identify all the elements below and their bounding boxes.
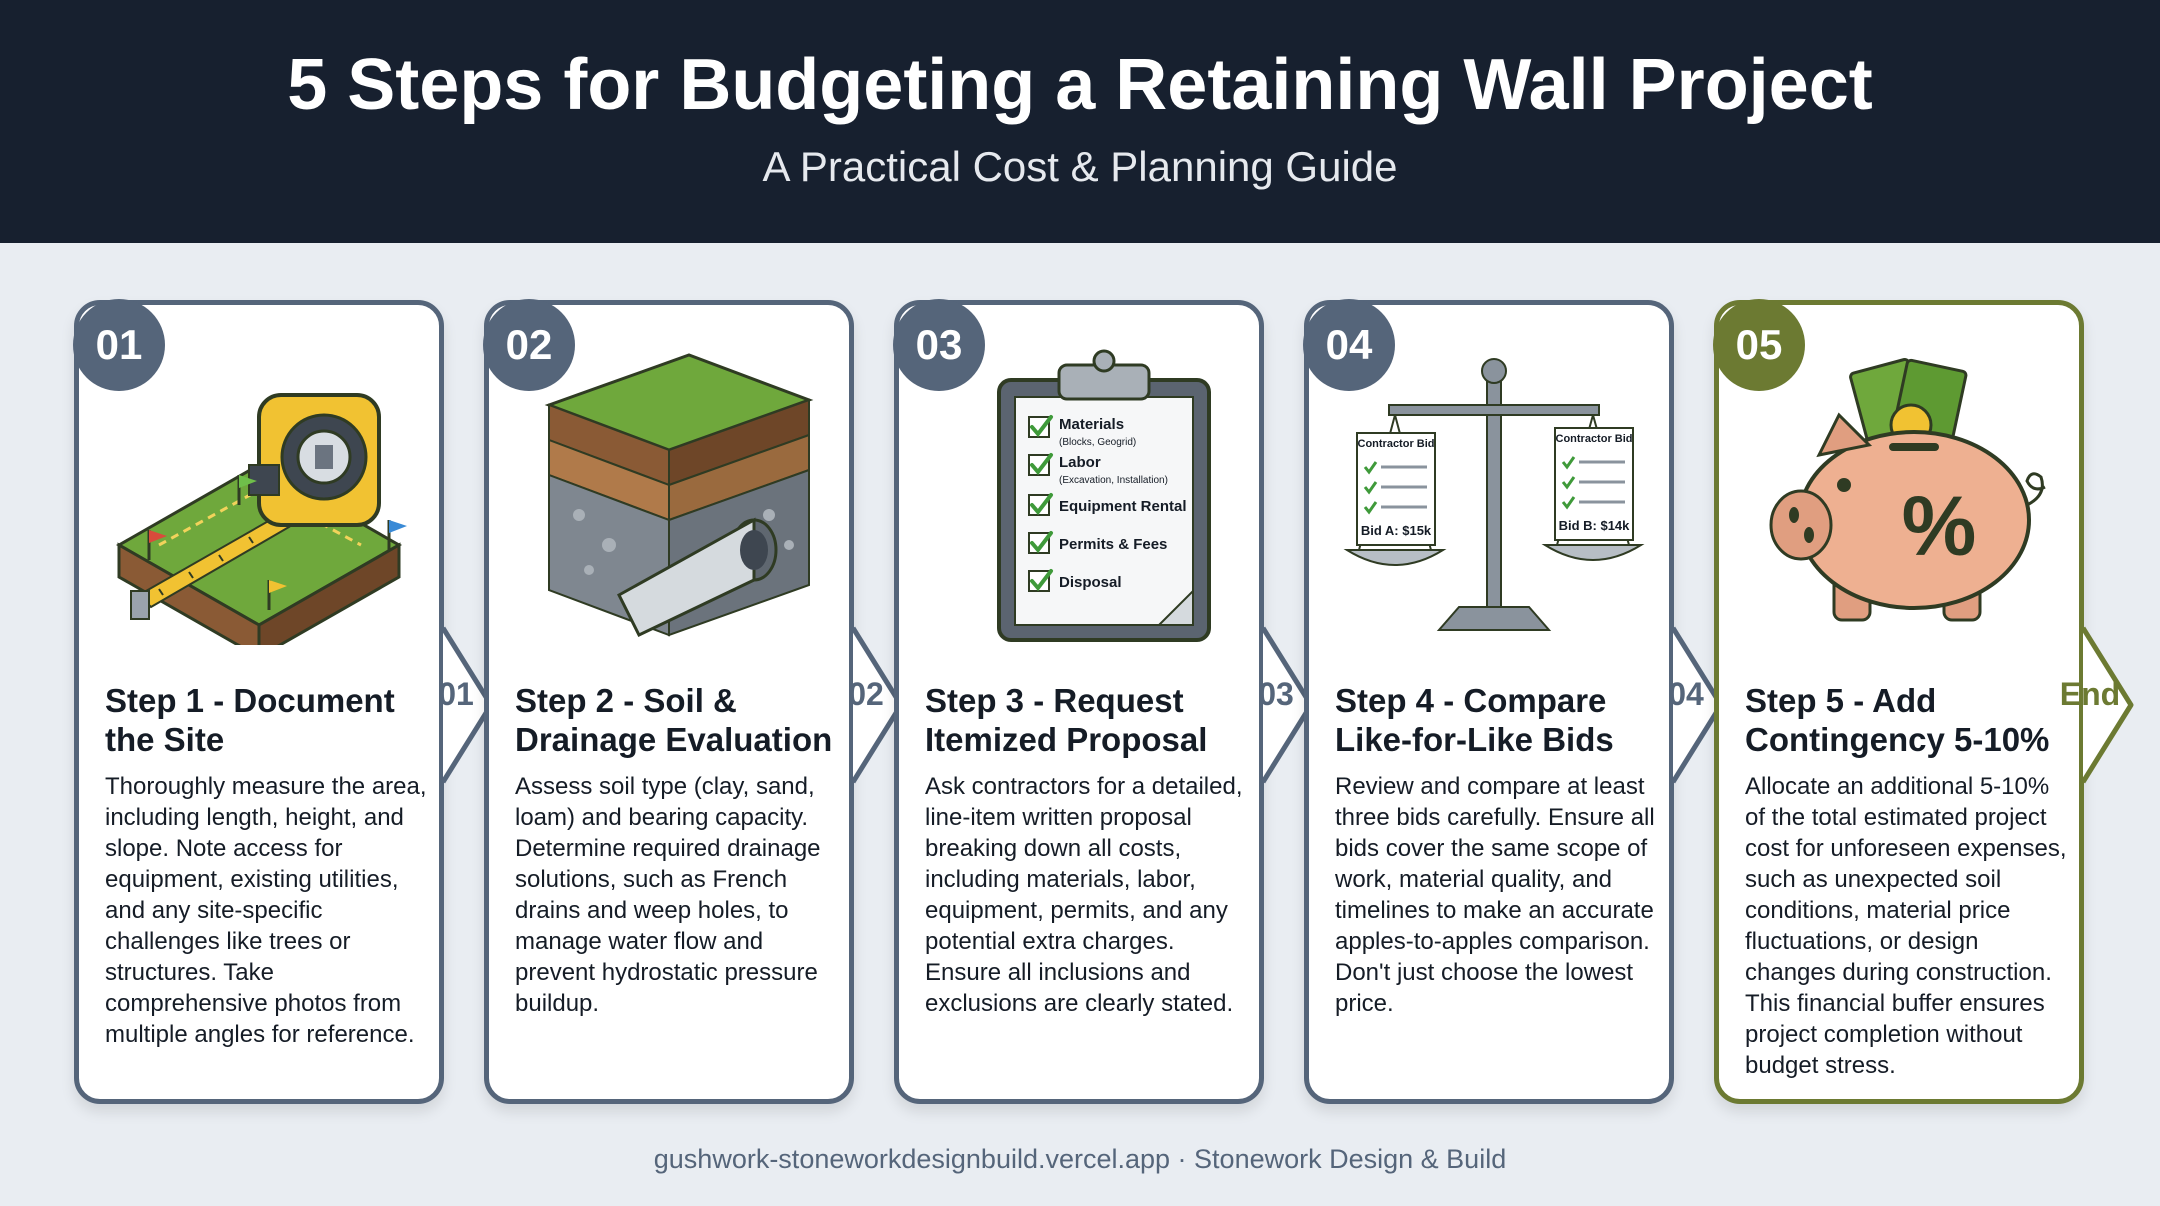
- piggy-bank-icon: %: [1769, 357, 2046, 622]
- header-banner: 5 Steps for Budgeting a Retaining Wall P…: [0, 0, 2160, 243]
- step-description-2: Assess soil type (clay, sand, loam) and …: [515, 773, 821, 1017]
- sequence-label-2: 02: [848, 676, 884, 712]
- clipboard-checklist-icon: Materials (Blocks, Geogrid) Labor (Excav…: [997, 349, 1211, 642]
- step-title-5: Step 5 - Add Contingency 5-10%: [1745, 682, 2050, 758]
- step-description-3: Ask contractors for a detailed, line-ite…: [925, 773, 1243, 1017]
- bid-a-amount: Bid A: $15k: [1361, 523, 1432, 538]
- step-title-2: Step 2 - Soil & Drainage Evaluation: [515, 682, 833, 758]
- tape-measure-icon: [115, 393, 407, 645]
- page-subtitle: A Practical Cost & Planning Guide: [762, 143, 1398, 190]
- percent-symbol: %: [1902, 479, 1977, 573]
- step-badge-2: 02: [483, 299, 575, 391]
- step-badge-3: 03: [893, 299, 985, 391]
- sequence-label-4: 04: [1668, 676, 1704, 712]
- checklist-item-labor: Labor: [1059, 454, 1101, 471]
- checklist-item-equipment: Equipment Rental: [1059, 498, 1187, 515]
- step-card-1: 01 Step 1 - Document the Site Thoroughly…: [73, 299, 444, 1104]
- step-title-1: Step 1 - Document the Site: [105, 682, 395, 758]
- step-badge-5: 05: [1713, 299, 1805, 391]
- checklist-item-permits: Permits & Fees: [1059, 536, 1167, 553]
- sequence-label-3: 03: [1258, 676, 1294, 712]
- sequence-label-1: 01: [438, 676, 474, 712]
- step-description-1: Thoroughly measure the area, including l…: [105, 773, 427, 1048]
- step-card-2: 02 Step 2 - Soil & Drainage Evaluation A…: [483, 299, 854, 1104]
- step-description-4: Review and compare at least three bids c…: [1335, 773, 1655, 1017]
- page-title: 5 Steps for Budgeting a Retaining Wall P…: [287, 45, 1873, 125]
- checklist-item-labor-detail: (Excavation, Installation): [1059, 475, 1168, 486]
- chevron-right-icon: [2081, 626, 2134, 784]
- step-card-5: 05 % Step 5 - Add Contingency 5-10% Allo…: [1713, 299, 2084, 1104]
- checklist-item-disposal: Disposal: [1059, 574, 1122, 591]
- checklist-item-materials: Materials: [1059, 416, 1124, 433]
- step-title-4: Step 4 - Compare Like-for-Like Bids: [1335, 682, 1614, 758]
- step-badge-1: 01: [73, 299, 165, 391]
- bid-b-heading: Contractor Bid: [1556, 433, 1633, 445]
- step-badge-4: 04: [1303, 299, 1395, 391]
- balance-scale-icon: Contractor Bid Bid A: $15k Contractor Bi…: [1343, 358, 1645, 631]
- step-description-5: Allocate an additional 5-10% of the tota…: [1745, 773, 2067, 1079]
- checklist-item-materials-detail: (Blocks, Geogrid): [1059, 437, 1136, 448]
- sequence-label-end: End: [2059, 676, 2121, 712]
- soil-drainage-icon: [544, 353, 814, 637]
- bid-a-heading: Contractor Bid: [1358, 438, 1435, 450]
- step-card-4: 04 Contractor Bid Bid A: $15k Con: [1303, 299, 1674, 1104]
- step-title-3: Step 3 - Request Itemized Proposal: [925, 682, 1208, 758]
- footer-credit: gushwork-stoneworkdesignbuild.vercel.app…: [653, 1144, 1507, 1174]
- step-card-3: 03 Materials (Blocks, Geogrid) Labor (Ex…: [893, 299, 1264, 1104]
- bid-b-amount: Bid B: $14k: [1559, 518, 1631, 533]
